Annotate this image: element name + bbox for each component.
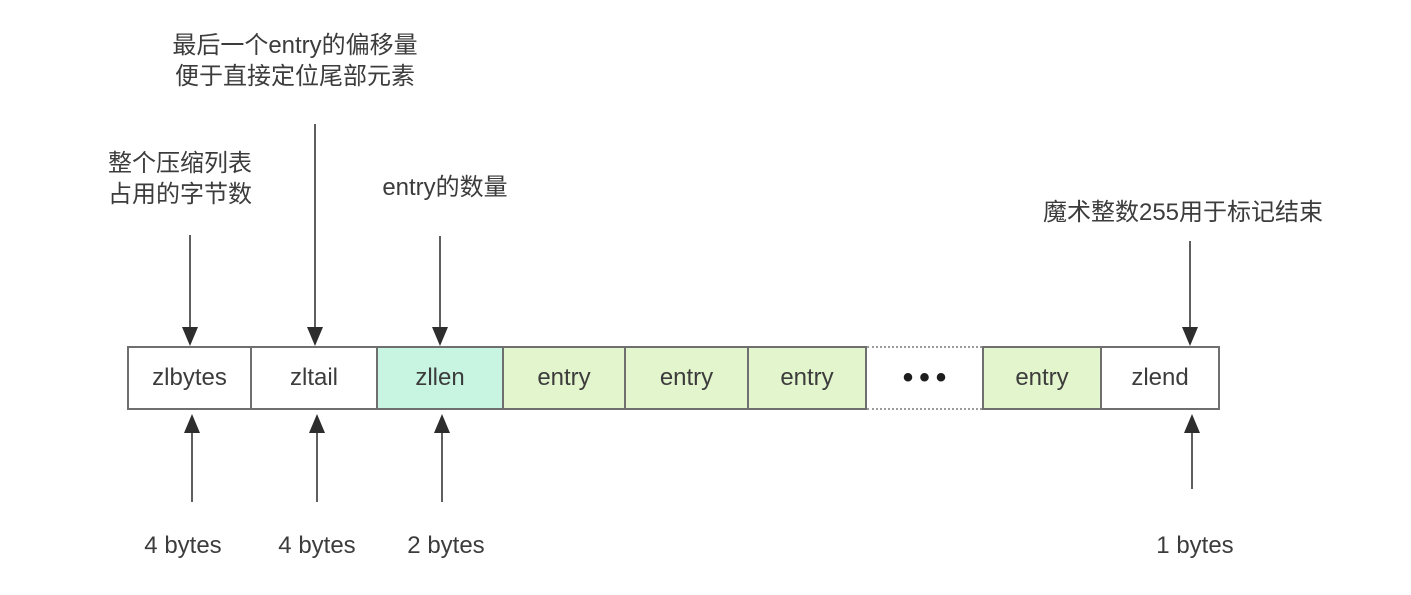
note-zlbytes-line-1: 整个压缩列表 — [108, 150, 252, 177]
cell-entry-4-label: entry — [1015, 364, 1069, 391]
cell-zllen: zllen — [378, 346, 504, 410]
arrow-shaft — [439, 236, 441, 327]
arrowhead-up-icon — [184, 414, 200, 433]
arrow-up-to-zlbytes — [184, 414, 200, 502]
note-zlend-line-1: 魔术整数255用于标记结束 — [1042, 199, 1324, 226]
arrow-shaft — [189, 235, 191, 327]
cell-zlbytes-label: zlbytes — [152, 364, 227, 391]
cell-zlend: zlend — [1102, 346, 1220, 410]
cell-entry-1-label: entry — [537, 364, 591, 391]
arrow-shaft — [1191, 433, 1193, 489]
note-zltail-line-1: 最后一个entry的偏移量 — [172, 32, 418, 59]
note-zlbytes-line-2: 占用的字节数 — [108, 181, 252, 208]
arrow-down-to-zlend — [1182, 241, 1198, 346]
arrow-down-to-zltail — [307, 124, 323, 346]
ellipsis-icon: ••• — [902, 361, 953, 394]
cell-zlbytes: zlbytes — [127, 346, 252, 410]
size-label-zlend: 1 bytes — [1156, 532, 1234, 559]
arrow-up-to-zllen — [434, 414, 450, 502]
size-label-zltail: 4 bytes — [278, 532, 356, 559]
cell-entry-3-label: entry — [780, 364, 834, 391]
arrowhead-up-icon — [1184, 414, 1200, 433]
arrowhead-down-icon — [182, 327, 198, 346]
arrow-shaft — [316, 433, 318, 502]
ziplist-bar: zlbytes zltail zllen entry entry entry •… — [127, 346, 1220, 410]
arrow-down-to-zllen — [432, 236, 448, 346]
note-zlend: 魔术整数255用于标记结束 — [1043, 197, 1323, 228]
cell-zltail-label: zltail — [289, 364, 338, 391]
cell-zlend-label: zlend — [1131, 364, 1189, 391]
note-zlbytes: 整个压缩列表 占用的字节数 — [108, 148, 252, 210]
arrow-up-to-zlend — [1184, 414, 1200, 489]
arrow-up-to-zltail — [309, 414, 325, 502]
arrow-shaft — [441, 433, 443, 502]
note-zltail: 最后一个entry的偏移量 便于直接定位尾部元素 — [172, 30, 417, 92]
note-zltail-line-2: 便于直接定位尾部元素 — [174, 63, 415, 90]
cell-zllen-label: zllen — [415, 364, 465, 391]
size-label-zllen: 2 bytes — [407, 532, 485, 559]
arrow-shaft — [1189, 241, 1191, 327]
arrowhead-up-icon — [309, 414, 325, 433]
arrowhead-down-icon — [432, 327, 448, 346]
arrow-shaft — [314, 124, 316, 327]
cell-zltail: zltail — [252, 346, 378, 410]
cell-entry-3: entry — [749, 346, 867, 410]
arrowhead-down-icon — [307, 327, 323, 346]
arrowhead-up-icon — [434, 414, 450, 433]
cell-entry-2-label: entry — [659, 364, 714, 391]
size-label-zlbytes: 4 bytes — [144, 532, 222, 559]
cell-entry-4: entry — [982, 346, 1102, 410]
cell-ellipsis: ••• — [867, 346, 982, 410]
arrow-down-to-zlbytes — [182, 235, 198, 346]
cell-entry-1: entry — [504, 346, 626, 410]
arrowhead-down-icon — [1182, 327, 1198, 346]
cell-entry-2: entry — [626, 346, 749, 410]
note-zllen-line-1: entry的数量 — [382, 174, 508, 201]
arrow-shaft — [191, 433, 193, 502]
note-zllen: entry的数量 — [382, 172, 507, 203]
